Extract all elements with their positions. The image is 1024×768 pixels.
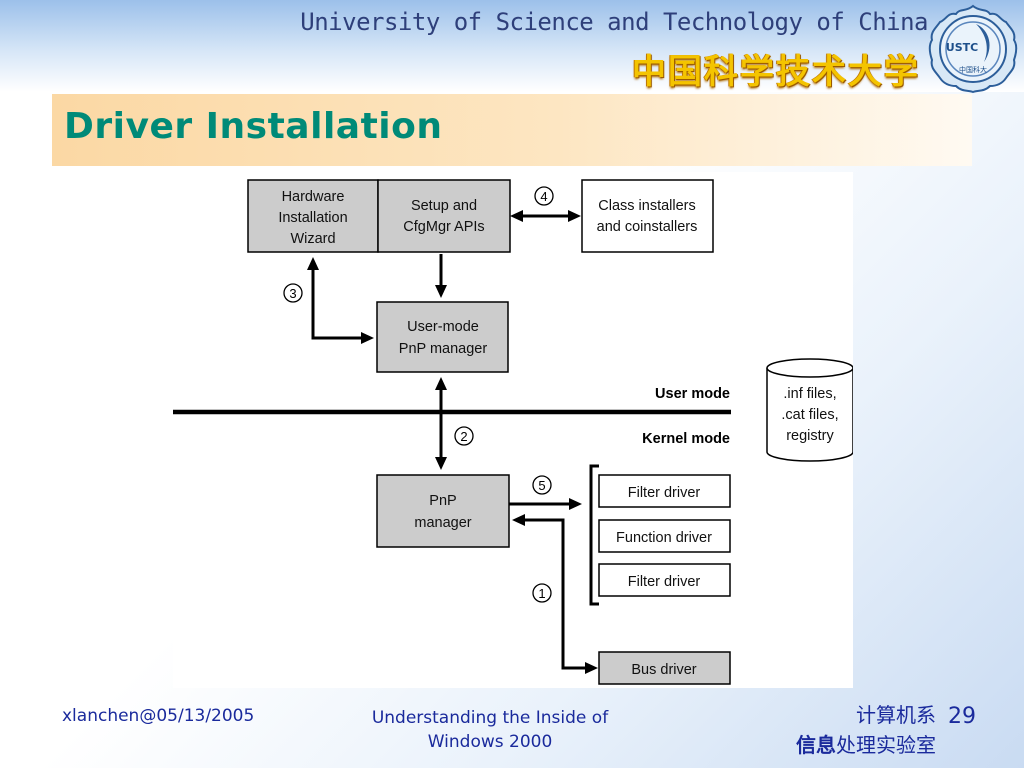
university-name-chinese: 中国科学技术大学 [632,52,920,92]
hardware-wizard-line-1: Hardware [282,189,345,205]
footer-course-line-1: Understanding the Inside of [371,708,609,728]
kernel-pnp-line-2: manager [414,515,471,531]
logo-subtext: 中国科大 [959,65,987,74]
step-5-marker: 5 [532,475,552,495]
step-3-label: 3 [289,286,296,301]
kernel-mode-label: Kernel mode [642,431,730,447]
bus-driver-box [598,651,731,685]
arrow-setup-class-installers [510,210,581,222]
hardware-wizard-line-2: Installation [278,210,347,226]
step-3-marker: 3 [283,283,303,303]
step-4-label: 4 [540,189,547,204]
user-pnp-line-1: User-mode [407,319,479,335]
step-2-label: 2 [460,429,467,444]
function-driver-box [598,519,731,553]
setup-apis-line-1: Setup and [411,198,477,214]
arrow-user-pnp-to-wizard [307,257,374,344]
header-band [0,0,1024,92]
filter-driver-lower-label: Filter driver [628,574,701,590]
step-4-marker: 4 [534,186,554,206]
driver-installation-diagram: Hardware Installation Wizard Setup and C… [173,179,853,685]
kernel-pnp-manager-box [376,474,510,548]
footer-department: 计算机系 信息处理实验室 [740,700,936,760]
filter-driver-upper-label: Filter driver [628,485,701,501]
bus-driver-label: Bus driver [631,662,696,678]
footer-dept-line-2-rest: 处理实验室 [836,733,936,757]
arrow-setup-to-user-pnp [435,254,447,298]
hardware-wizard-box [247,179,379,253]
slide-title: Driver Installation [64,106,443,147]
user-pnp-manager-box [376,301,509,373]
inf-storage-cylinder [766,358,853,462]
hardware-wizard-line-3: Wizard [290,231,335,247]
arrow-user-kernel-pnp [435,377,447,470]
logo-text: USTC [946,41,978,54]
storage-line-1: .inf files, [783,386,836,402]
footer-dept-line-2-bold: 信息 [796,733,836,757]
title-band: Driver Installation [52,94,972,166]
storage-line-3: registry [786,428,834,444]
arrow-pnp-to-driver-stack [509,498,582,510]
step-2-marker: 2 [454,426,474,446]
storage-line-2: .cat files, [781,407,838,423]
driver-stack-bracket [589,464,599,606]
footer-dept-line-2: 信息处理实验室 [740,730,936,760]
user-mode-label: User mode [655,386,730,402]
user-pnp-line-2: PnP manager [399,341,488,357]
step-1-label: 1 [538,586,545,601]
class-installers-line-1: Class installers [598,198,696,214]
ustc-logo: USTC 中国科大 [928,4,1018,94]
kernel-pnp-line-1: PnP [429,493,456,509]
setup-apis-box [377,179,511,253]
logo-inner-ring [945,21,1001,77]
step-5-label: 5 [538,478,545,493]
figure-panel [173,172,853,688]
class-installers-box [581,179,714,253]
setup-apis-line-2: CfgMgr APIs [403,219,484,235]
footer-dept-line-1: 计算机系 [856,703,936,727]
step-1-marker: 1 [532,583,552,603]
university-name-english: University of Science and Technology of … [300,8,928,36]
logo-crescent [976,24,990,62]
filter-driver-upper-box [598,474,731,508]
logo-inner-circle [939,15,1007,83]
footer-course-title: Understanding the Inside of Windows 2000 [330,706,650,754]
arrow-bus-driver-to-pnp [512,514,598,674]
function-driver-label: Function driver [616,530,712,546]
filter-driver-lower-box [598,563,731,597]
page-number: 29 [948,704,976,729]
footer-author-date: xlanchen@05/13/2005 [62,706,255,726]
class-installers-line-2: and coinstallers [597,219,698,235]
footer-course-line-2: Windows 2000 [427,732,553,752]
